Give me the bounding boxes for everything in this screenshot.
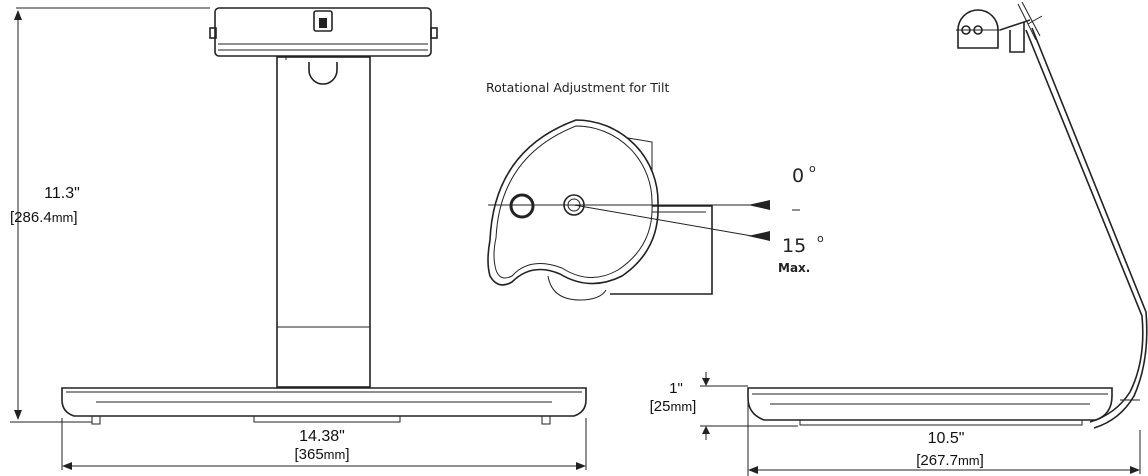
angle-max-degree: o: [817, 232, 824, 245]
side-head: [956, 1, 1043, 53]
lock-icon: [313, 10, 333, 32]
angle-zero-degree: o: [809, 162, 816, 175]
front-column: [276, 56, 371, 388]
front-width-mm: [365mm]: [294, 446, 349, 463]
side-arm: [1025, 27, 1148, 429]
detail-title: Rotational Adjustment for Tilt: [486, 80, 669, 95]
side-depth-mm: [267.7mm]: [916, 452, 984, 469]
front-width-inches: 14.38": [299, 428, 345, 445]
side-base-height-inches: 1": [669, 380, 683, 397]
side-depth-dimension: [748, 430, 1141, 474]
side-base-height-dimension: [700, 372, 798, 476]
side-view: 1" [25mm] 10.5" [267.7mm]: [650, 1, 1148, 476]
side-base: [747, 387, 1140, 426]
rotation-detail: Rotational Adjustment for Tilt 0 o 15 o …: [486, 80, 824, 301]
zero-angle-arrow: [748, 200, 770, 210]
front-height-mm: [286.4mm]: [10, 209, 78, 226]
tilt-knob: [509, 193, 535, 219]
angle-max-note: Max.: [778, 261, 810, 275]
front-base: [61, 387, 587, 425]
angle-max-label: 15: [782, 235, 806, 257]
front-height-dimension: [10, 7, 210, 423]
front-height-inches: 11.3": [44, 185, 80, 202]
front-head: [209, 7, 438, 57]
front-width-dimension: [61, 418, 587, 470]
max-angle-arrow: [748, 231, 770, 241]
front-view: 11.3" [286.4mm] 14.38" [365mm]: [10, 7, 587, 470]
angle-zero-label: 0: [792, 165, 804, 187]
side-depth-inches: 10.5": [928, 430, 965, 447]
side-base-height-mm: [25mm]: [650, 398, 697, 415]
